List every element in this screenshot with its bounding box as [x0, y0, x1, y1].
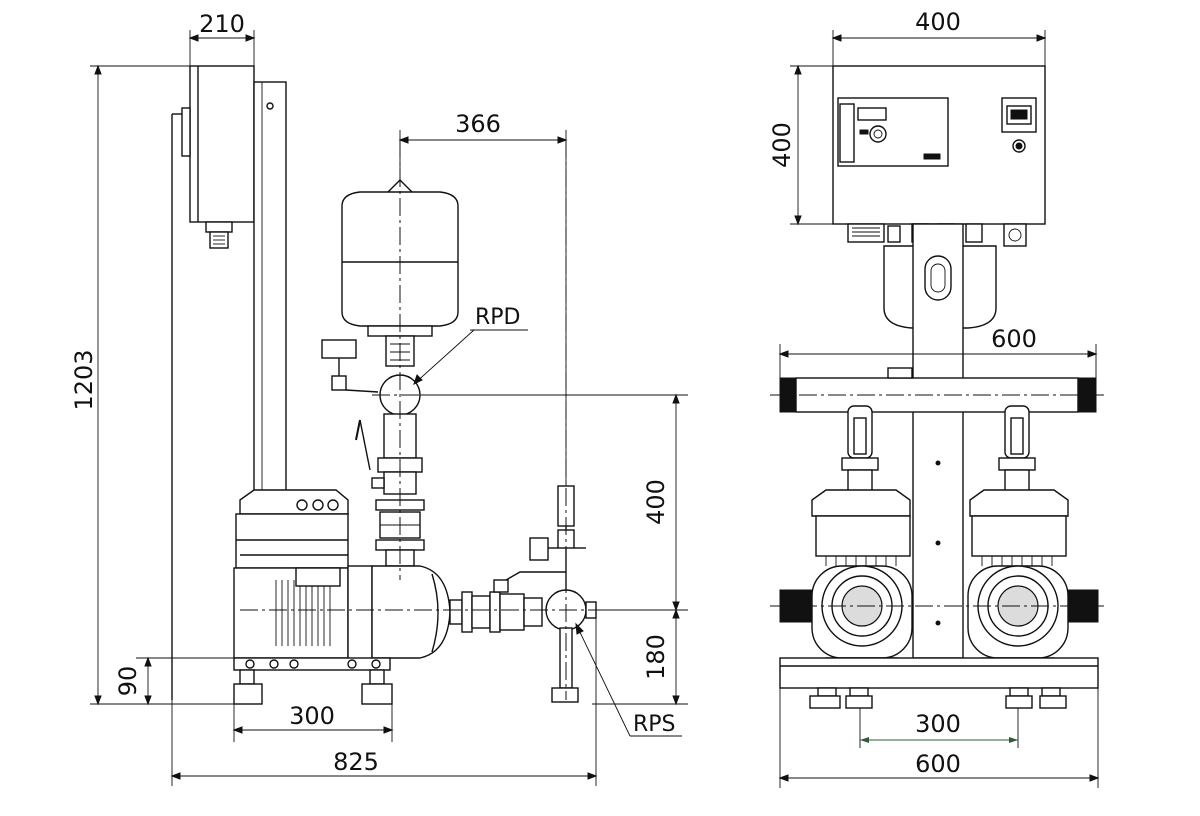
dim-front-base-width: 600	[915, 750, 961, 778]
side-upper-pressure-gauge	[321, 339, 379, 393]
front-view	[770, 65, 1104, 709]
front-pump-right	[967, 405, 1099, 667]
side-discharge-stack	[355, 374, 425, 567]
dim-side-vessel-offset: 366	[455, 110, 501, 138]
dim-front-panel-height: 400	[768, 122, 796, 168]
side-base-frame	[233, 657, 393, 705]
dim-side-total-height: 1203	[70, 349, 98, 410]
side-view	[171, 65, 610, 705]
side-support-column	[171, 81, 287, 700]
front-pump-left	[779, 405, 913, 667]
dim-front-panel-width: 400	[915, 8, 961, 36]
label-rpd: RPD	[475, 305, 521, 330]
front-support-column	[912, 223, 964, 659]
dim-side-total-length: 825	[333, 748, 379, 776]
front-manifold	[770, 367, 1104, 413]
side-control-panel	[172, 65, 255, 249]
dim-side-rpd-height: 400	[642, 479, 670, 525]
dim-side-base-height: 90	[114, 666, 142, 697]
dim-side-foot-spacing: 300	[289, 702, 335, 730]
label-rps: RPS	[633, 712, 676, 737]
front-dimensions: 400 400 600 300 600	[768, 8, 1100, 788]
dim-front-manifold-width: 600	[991, 325, 1037, 353]
side-suction-line	[449, 571, 597, 633]
side-dimensions: 210 1203 366 400 180 90 300	[70, 10, 688, 786]
dim-side-rps-height: 180	[642, 634, 670, 680]
front-control-cabinet	[832, 65, 1046, 225]
side-motor-pump	[233, 565, 451, 661]
dim-front-foot-spacing: 300	[915, 710, 961, 738]
front-base-frame	[779, 657, 1099, 709]
side-pump-control-unit	[235, 489, 349, 569]
dim-side-panel-depth: 210	[199, 10, 245, 38]
